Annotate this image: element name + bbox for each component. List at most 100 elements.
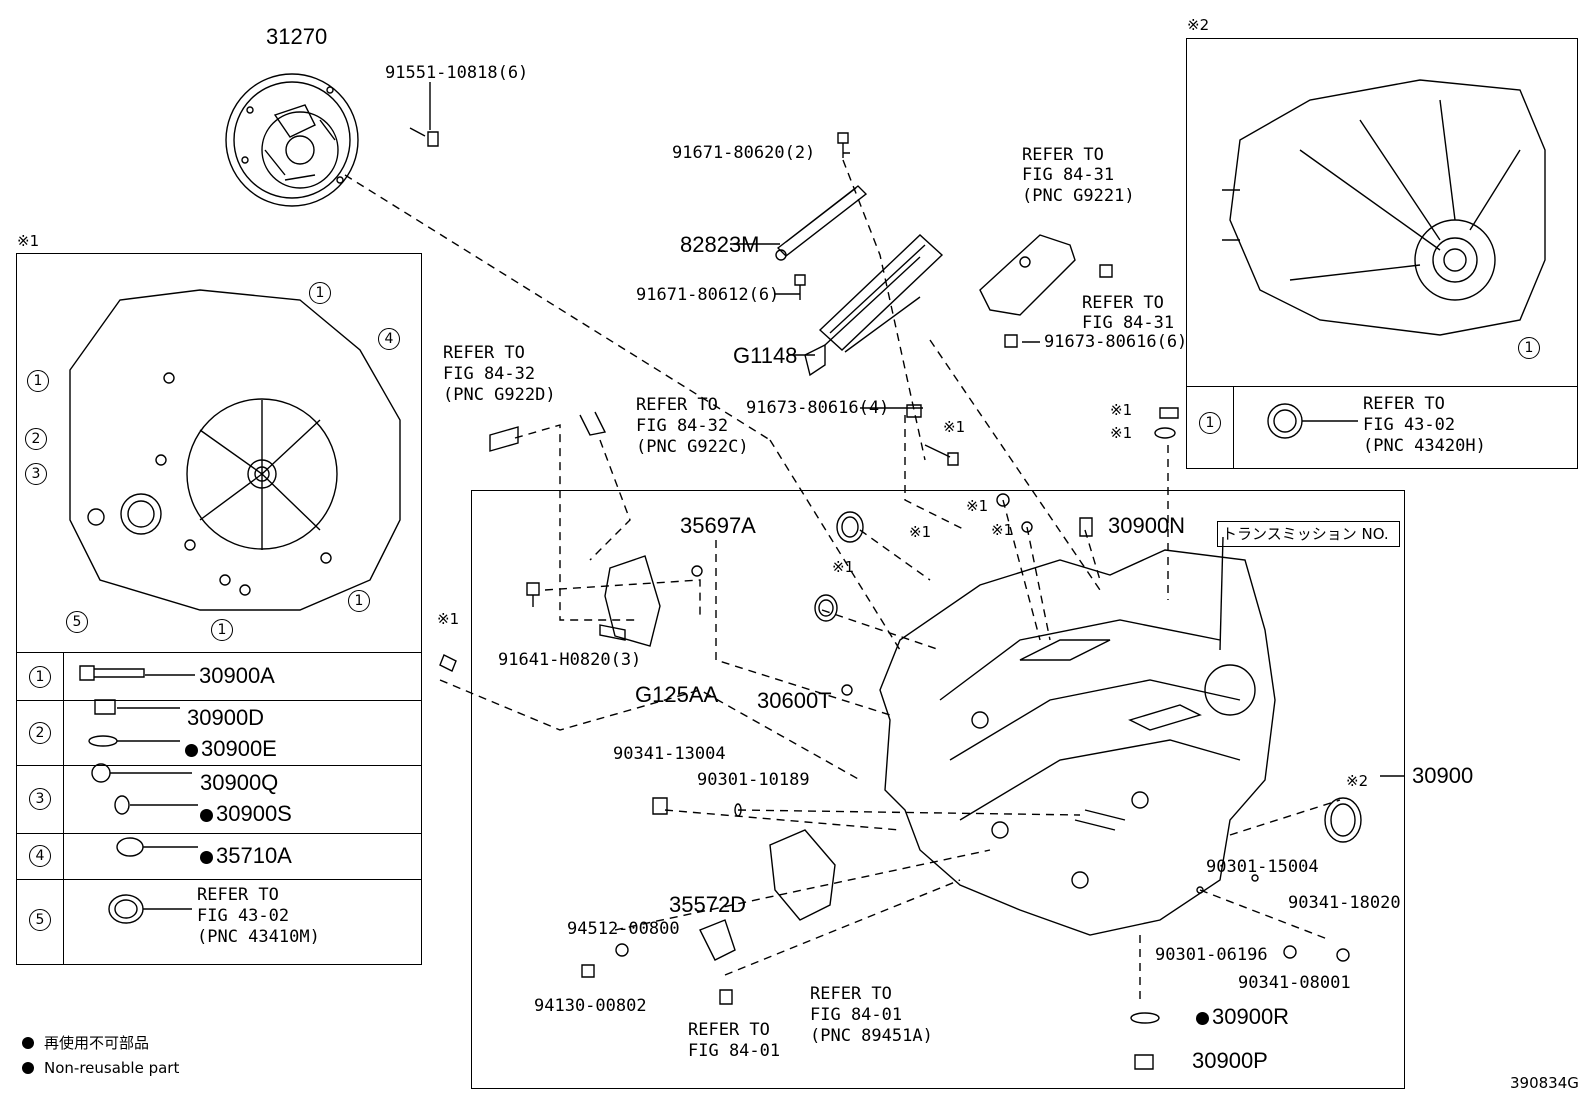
- refer-8401b-line2[interactable]: FIG 84-01: [810, 1005, 903, 1025]
- note-mark-1c: ※1: [1110, 424, 1133, 442]
- row-num-3: 3: [29, 788, 51, 810]
- refer-43410m-line2[interactable]: FIG 43-02: [197, 906, 290, 926]
- label-90301-10189[interactable]: 90301-10189: [697, 770, 810, 790]
- inset1-callout-1b: 1: [27, 370, 49, 392]
- label-91641-H0820[interactable]: 91641-H0820(3): [498, 650, 642, 670]
- refer-g922c-line1[interactable]: REFER TO: [636, 395, 718, 415]
- legend-dot: [22, 1062, 34, 1074]
- label-30900P[interactable]: 30900P: [1192, 1048, 1268, 1073]
- part-30900E[interactable]: 30900E: [185, 737, 277, 761]
- inset1-table: 1 30900A 2 30900D 30900E 3 30900Q 30900S…: [17, 652, 421, 965]
- note-mark-1f: ※1: [832, 558, 855, 576]
- row-num-5: 5: [29, 909, 51, 931]
- label-94512-00800[interactable]: 94512-00800: [567, 919, 680, 939]
- refer-g922c-line2[interactable]: FIG 84-32: [636, 416, 729, 436]
- refer-43420h-line1[interactable]: REFER TO: [1363, 394, 1445, 414]
- label-94130-00802[interactable]: 94130-00802: [534, 996, 647, 1016]
- refer-8431-line2[interactable]: FIG 84-31: [1082, 313, 1175, 333]
- refer-g9221-line2[interactable]: FIG 84-31: [1022, 165, 1115, 185]
- inset1-callout-5: 5: [66, 611, 88, 633]
- inset1-callout-3: 3: [25, 463, 47, 485]
- part-30900A[interactable]: 30900A: [199, 663, 275, 688]
- legend-jp: 再使用不可部品: [22, 1031, 179, 1056]
- label-35697A[interactable]: 35697A: [680, 513, 756, 538]
- refer-8401b-line3[interactable]: (PNC 89451A): [810, 1026, 933, 1046]
- refer-43420h-line3[interactable]: (PNC 43420H): [1363, 436, 1486, 456]
- row-num-1: 1: [29, 666, 51, 688]
- label-91671-80612[interactable]: 91671-80612(6): [636, 285, 780, 305]
- inset1-drawing: [69, 289, 401, 611]
- non-reusable-dot: [1196, 1012, 1209, 1025]
- label-G1148[interactable]: G1148: [733, 343, 798, 368]
- note-mark-1h: ※1: [991, 521, 1014, 539]
- part-30900S[interactable]: 30900S: [200, 802, 292, 826]
- label-90341-18020[interactable]: 90341-18020: [1288, 893, 1401, 913]
- inset2-callout-1: 1: [1518, 337, 1540, 359]
- part-30900Q[interactable]: 30900Q: [200, 770, 279, 795]
- leader-lines: [344, 159, 1341, 1000]
- bolt-drawing: [409, 127, 439, 147]
- refer-g9221-line1[interactable]: REFER TO: [1022, 145, 1104, 165]
- note-mark-1e: ※1: [909, 523, 932, 541]
- label-91551-10818[interactable]: 91551-10818(6): [385, 63, 529, 83]
- non-reusable-dot: [185, 744, 198, 757]
- refer-43420h-line2[interactable]: FIG 43-02: [1363, 415, 1456, 435]
- refer-8401a-line2[interactable]: FIG 84-01: [688, 1041, 781, 1061]
- refer-g922d-line3[interactable]: (PNC G922D): [443, 385, 556, 405]
- row-num-2: 2: [29, 722, 51, 744]
- note-mark-1a: ※1: [943, 418, 966, 436]
- label-90341-08001[interactable]: 90341-08001: [1238, 973, 1351, 993]
- transmission-drawing: [879, 549, 1276, 936]
- diagram-code: 390834G: [1510, 1074, 1579, 1092]
- non-reusable-dot: [200, 851, 213, 864]
- transmission-no-box: トランスミッション NO.: [1217, 521, 1400, 547]
- note-mark-1d: ※1: [437, 610, 460, 628]
- label-31270[interactable]: 31270: [266, 24, 328, 49]
- inset1-box: 1 4 1 2 3 1 5 1 1 30900A 2 30900D 30900E…: [16, 253, 422, 965]
- transmission-no-label: トランスミッション NO.: [1222, 525, 1389, 543]
- refer-8401b-line1[interactable]: REFER TO: [810, 984, 892, 1004]
- legend-dot: [22, 1037, 34, 1049]
- label-90301-15004[interactable]: 90301-15004: [1206, 857, 1319, 877]
- inset1-callout-4: 4: [378, 328, 400, 350]
- inset1-callout-1a: 1: [309, 282, 331, 304]
- refer-g9221-line3[interactable]: (PNC G9221): [1022, 186, 1135, 206]
- legend: 再使用不可部品 Non-reusable part: [22, 1031, 179, 1081]
- part-35710A[interactable]: 35710A: [200, 844, 292, 868]
- inset2-box: 1 1 REFER TO FIG 43-02 (PNC 43420H): [1186, 38, 1578, 469]
- part-30900D[interactable]: 30900D: [187, 705, 265, 730]
- label-30600T[interactable]: 30600T: [757, 688, 832, 713]
- legend-en: Non-reusable part: [22, 1056, 179, 1081]
- refer-43410m-line1[interactable]: REFER TO: [197, 885, 279, 905]
- refer-g922d-line1[interactable]: REFER TO: [443, 343, 525, 363]
- label-30900R[interactable]: 30900R: [1196, 1005, 1289, 1029]
- note-mark-1b: ※1: [1110, 401, 1133, 419]
- label-30900[interactable]: 30900: [1412, 763, 1474, 788]
- inset1-callout-1c: 1: [348, 590, 370, 612]
- row-num-4: 4: [29, 845, 51, 867]
- refer-g922d-line2[interactable]: FIG 84-32: [443, 364, 536, 384]
- label-90301-06196[interactable]: 90301-06196: [1155, 945, 1268, 965]
- note-mark-1g: ※1: [966, 497, 989, 515]
- inset1-callout-2: 2: [25, 428, 47, 450]
- label-35572D[interactable]: 35572D: [669, 892, 747, 917]
- label-30900N[interactable]: 30900N: [1108, 513, 1186, 538]
- refer-8431-line1[interactable]: REFER TO: [1082, 293, 1164, 313]
- refer-43410m-line3[interactable]: (PNC 43410M): [197, 927, 320, 947]
- non-reusable-dot: [200, 809, 213, 822]
- refer-8401a-line1[interactable]: REFER TO: [688, 1020, 770, 1040]
- label-91673-80616-4[interactable]: 91673-80616(4): [746, 398, 890, 418]
- label-82823M[interactable]: 82823M: [680, 232, 760, 257]
- refer-g922c-line3[interactable]: (PNC G922C): [636, 437, 749, 457]
- label-G125AA[interactable]: G125AA: [635, 682, 719, 707]
- label-91673-80616-6[interactable]: 91673-80616(6): [1044, 332, 1188, 352]
- label-91671-80620[interactable]: 91671-80620(2): [672, 143, 816, 163]
- label-90341-13004[interactable]: 90341-13004: [613, 744, 726, 764]
- inset2-mark: ※2: [1187, 16, 1210, 34]
- clutch-cover-drawing: [225, 73, 359, 207]
- note-mark-2a: ※2: [1346, 772, 1369, 790]
- main-assembly-box: [471, 490, 1405, 1089]
- inset2-row-num-1: 1: [1199, 412, 1221, 434]
